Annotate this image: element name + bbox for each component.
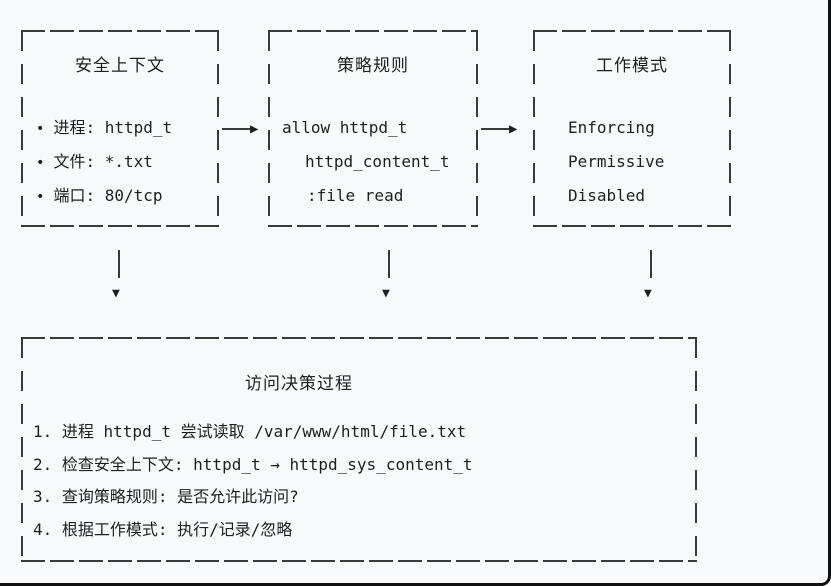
box-border-top	[533, 30, 731, 32]
decision-step-1: 1. 进程 httpd_t 尝试读取 /var/www/html/file.tx…	[33, 422, 467, 441]
file-item: • 文件: *.txt	[36, 150, 153, 174]
box-border-left	[21, 338, 23, 561]
down-arrow-icon: ▼	[644, 286, 652, 301]
down-arrow-icon: ▼	[112, 286, 120, 301]
policy-rules-title: 策略规则	[337, 56, 409, 76]
box-border-top	[268, 30, 478, 32]
port-item: • 端口: 80/tcp	[36, 184, 163, 208]
bullet-icon: •	[36, 121, 45, 137]
down-arrow-icon: ▼	[382, 286, 390, 301]
box-border-top	[21, 30, 219, 32]
security-context-title: 安全上下文	[75, 56, 165, 76]
arrow-line-policy-to-mode	[481, 128, 513, 130]
box-border-right	[695, 338, 697, 561]
box-border-bottom	[21, 225, 219, 227]
file-item-label: 文件: *.txt	[53, 152, 153, 171]
connector-line-security	[118, 250, 120, 278]
policy-rule-line: :file read	[307, 186, 404, 205]
right-arrow-icon: ▶	[509, 121, 518, 137]
box-border-top	[21, 337, 697, 339]
connector-line-mode	[650, 250, 652, 278]
security-context-box: 安全上下文 • 进程: httpd_t • 文件: *.txt • 端口: 80/tc…	[21, 30, 219, 227]
policy-rules-box: 策略规则 allow httpd_t httpd_content_t :file…	[268, 30, 478, 227]
mode-permissive: Permissive	[568, 152, 665, 171]
box-border-bottom	[268, 225, 478, 227]
box-border-bottom	[533, 225, 731, 227]
decision-process-title: 访问决策过程	[245, 374, 353, 394]
process-item-label: 进程: httpd_t	[53, 118, 173, 137]
decision-step-2: 2. 检查安全上下文: httpd_t → httpd_sys_content_…	[33, 455, 473, 474]
policy-rule-line: allow httpd_t	[282, 118, 408, 137]
decision-process-box: 访问决策过程 1. 进程 httpd_t 尝试读取 /var/www/html/…	[21, 337, 697, 562]
bullet-icon: •	[36, 189, 45, 205]
connector-line-policy	[388, 250, 390, 278]
work-modes-title: 工作模式	[596, 56, 668, 76]
process-item: • 进程: httpd_t	[36, 116, 172, 140]
arrow-line-context-to-policy	[222, 128, 254, 130]
work-modes-box: 工作模式 Enforcing Permissive Disabled	[533, 30, 731, 227]
decision-step-3: 3. 查询策略规则: 是否允许此访问?	[33, 487, 299, 506]
mode-disabled: Disabled	[568, 186, 646, 205]
bullet-icon: •	[36, 155, 45, 171]
box-border-bottom	[21, 560, 697, 562]
right-arrow-icon: ▶	[250, 121, 259, 137]
policy-rule-line: httpd_content_t	[305, 152, 450, 171]
decision-step-4: 4. 根据工作模式: 执行/记录/忽略	[33, 520, 293, 539]
mode-enforcing: Enforcing	[568, 118, 655, 137]
port-item-label: 端口: 80/tcp	[53, 186, 163, 205]
